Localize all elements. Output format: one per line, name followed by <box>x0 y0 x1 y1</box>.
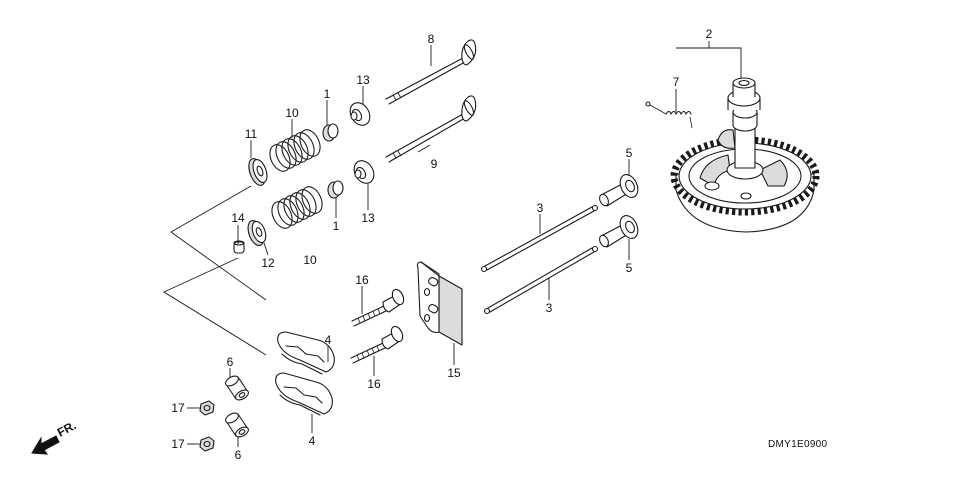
stem-seal-lower <box>353 160 375 184</box>
label-part-6-upper: 6 <box>227 355 234 369</box>
pivot-bolt-lower <box>350 325 404 364</box>
front-direction-indicator: FR. <box>31 418 79 455</box>
collar-upper <box>225 375 249 401</box>
label-part-7: 7 <box>673 75 680 89</box>
part-labels: 1 1 2 3 3 4 4 5 5 6 6 7 8 9 10 10 11 12 … <box>171 27 712 462</box>
label-part-14: 14 <box>231 211 245 225</box>
label-part-15: 15 <box>447 366 461 380</box>
label-part-9: 9 <box>431 157 438 171</box>
label-part-17-lower: 17 <box>171 437 185 451</box>
push-rod-upper <box>480 204 599 273</box>
label-part-11: 11 <box>245 127 258 141</box>
label-part-13-upper: 13 <box>356 73 370 87</box>
collar-lower <box>225 412 249 438</box>
valve-lower <box>385 95 477 163</box>
label-part-6-lower: 6 <box>235 448 242 462</box>
nut-lower <box>199 436 215 452</box>
pushrod-guide-plate <box>416 261 463 346</box>
spring-seat-lower <box>247 220 267 246</box>
decomp-spring <box>645 101 693 129</box>
label-part-10-lower: 10 <box>303 253 317 267</box>
rocker-arm-upper <box>277 331 335 375</box>
label-part-8: 8 <box>428 32 435 46</box>
label-part-16-lower: 16 <box>367 377 381 391</box>
diagram-code: DMY1E0900 <box>768 439 828 450</box>
valve-retainer-upper <box>322 123 339 142</box>
label-part-2: 2 <box>706 27 713 41</box>
valve-cap <box>233 240 245 254</box>
push-rod-lower <box>483 245 599 315</box>
tappet-lower <box>599 215 639 248</box>
label-part-4-upper: 4 <box>325 333 332 347</box>
stem-seal-upper <box>349 102 371 126</box>
valve-retainer-lower <box>327 180 344 199</box>
label-part-1-lower: 1 <box>333 219 340 233</box>
valve-spring-upper <box>269 129 321 172</box>
pivot-bolt-upper <box>351 288 405 327</box>
front-label: FR. <box>55 418 79 439</box>
reference-lines <box>163 185 267 356</box>
tappet-upper <box>599 174 639 207</box>
spring-seat-upper <box>248 158 268 186</box>
valve-spring-lower <box>271 186 323 229</box>
label-part-1-upper: 1 <box>324 87 331 101</box>
label-part-5-upper: 5 <box>626 146 633 160</box>
label-part-16-upper: 16 <box>355 273 369 287</box>
label-part-3-upper: 3 <box>537 201 544 215</box>
leader-lines <box>187 41 742 447</box>
label-part-17-upper: 17 <box>171 401 185 415</box>
nut-upper <box>199 400 215 416</box>
label-part-10-upper: 10 <box>285 106 299 120</box>
label-part-13-lower: 13 <box>361 211 375 225</box>
label-part-4-lower: 4 <box>309 434 316 448</box>
label-part-5-lower: 5 <box>626 261 633 275</box>
valve-upper <box>385 39 477 105</box>
rocker-arm-lower <box>275 372 333 416</box>
label-part-3-lower: 3 <box>546 301 553 315</box>
camshaft-gear <box>670 77 820 233</box>
label-part-12: 12 <box>261 256 275 270</box>
front-arrow-icon <box>31 435 60 455</box>
